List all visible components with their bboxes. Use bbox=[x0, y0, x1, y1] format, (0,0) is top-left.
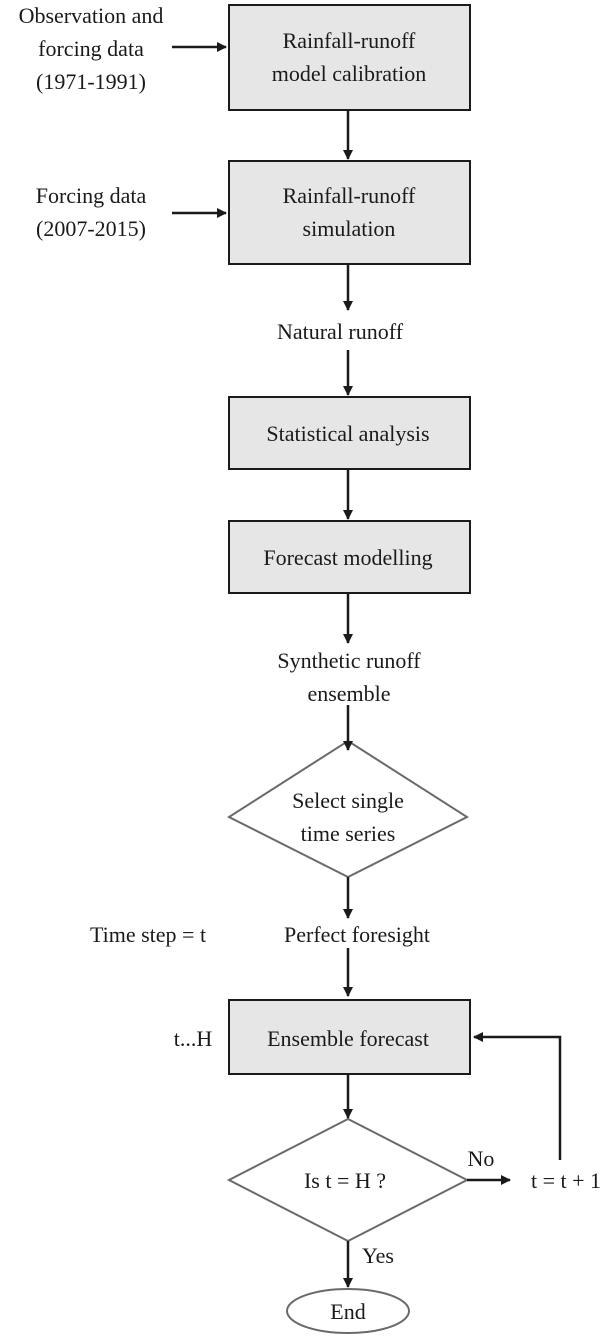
calibration-label-line-2: model calibration bbox=[272, 61, 427, 86]
forcing-input-label-line-2: (2007-2015) bbox=[36, 216, 146, 241]
time-step-label-line-1: Time step = t bbox=[90, 922, 206, 947]
observation-input-label-line-2: forcing data bbox=[38, 36, 144, 61]
simulation-label-line-1: Rainfall-runoff bbox=[283, 183, 416, 208]
forecast-modelling-label: Forecast modelling bbox=[263, 545, 432, 570]
calibration-box bbox=[228, 4, 471, 111]
forcing-input-label-line-1: Forcing data bbox=[36, 183, 147, 208]
natural-runoff-label: Natural runoff bbox=[277, 319, 404, 344]
end-terminal bbox=[286, 1288, 410, 1334]
statistical-analysis-label: Statistical analysis bbox=[266, 421, 429, 446]
select-series-label-line-2: time series bbox=[301, 821, 396, 846]
synthetic-runoff-label-line-1: Synthetic runoff bbox=[277, 648, 421, 673]
t-plus-1-label: t = t + 1 bbox=[531, 1168, 601, 1193]
statistical-analysis-label-line-1: Statistical analysis bbox=[266, 421, 429, 446]
arrow-loop-back bbox=[473, 1032, 562, 1160]
forcing-input-label: Forcing data (2007-2015) bbox=[36, 183, 147, 241]
observation-input-label: Observation and forcing data (1971-1991) bbox=[19, 3, 164, 94]
time-step-label: Time step = t bbox=[90, 922, 206, 947]
end-label: End bbox=[330, 1299, 365, 1324]
t-h-label: t...H bbox=[174, 1026, 213, 1051]
synthetic-runoff-label-line-2: ensemble bbox=[307, 681, 390, 706]
perfect-foresight-label-line-1: Perfect foresight bbox=[284, 922, 430, 947]
ensemble-forecast-label-line-1: Ensemble forecast bbox=[267, 1026, 429, 1051]
select-series-label: Select single time series bbox=[292, 788, 404, 846]
natural-runoff-label-line-1: Natural runoff bbox=[277, 319, 404, 344]
no-label-line-1: No bbox=[468, 1146, 495, 1171]
observation-input-label-line-3: (1971-1991) bbox=[36, 69, 146, 94]
yes-label-line-1: Yes bbox=[362, 1243, 394, 1268]
is-t-h-label: Is t = H ? bbox=[304, 1168, 386, 1193]
synthetic-runoff-label: Synthetic runoff ensemble bbox=[277, 648, 421, 706]
t-plus-1-label-line-1: t = t + 1 bbox=[531, 1168, 601, 1193]
simulation-label-line-2: simulation bbox=[303, 216, 396, 241]
t-h-label-line-1: t...H bbox=[174, 1026, 213, 1051]
forecast-modelling-label-line-1: Forecast modelling bbox=[263, 545, 432, 570]
is-t-h-label-line-1: Is t = H ? bbox=[304, 1168, 386, 1193]
end-label-line-1: End bbox=[330, 1299, 365, 1324]
calibration-label: Rainfall-runoff model calibration bbox=[272, 28, 427, 86]
calibration-label-line-1: Rainfall-runoff bbox=[283, 28, 416, 53]
no-label: No bbox=[468, 1146, 495, 1171]
ensemble-forecast-label: Ensemble forecast bbox=[267, 1026, 429, 1051]
select-series-label-line-1: Select single bbox=[292, 788, 404, 813]
yes-label: Yes bbox=[362, 1243, 394, 1268]
ensemble-forecast-box bbox=[228, 999, 471, 1075]
perfect-foresight-label: Perfect foresight bbox=[284, 922, 430, 947]
statistical-analysis-box bbox=[228, 396, 471, 470]
simulation-box bbox=[228, 160, 471, 265]
observation-input-label-line-1: Observation and bbox=[19, 3, 164, 28]
simulation-label: Rainfall-runoff simulation bbox=[283, 183, 416, 241]
forecast-modelling-box bbox=[228, 520, 471, 594]
